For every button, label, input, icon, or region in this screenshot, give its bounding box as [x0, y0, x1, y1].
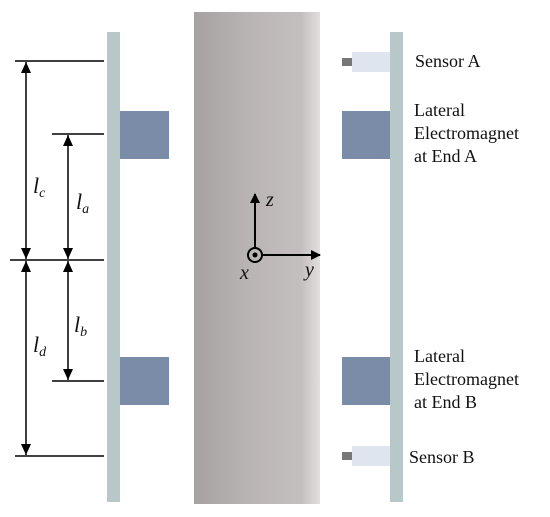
z-axis-label: z — [266, 189, 274, 211]
right-rail — [390, 32, 403, 502]
magnet-b-label: Lateral Electromagnet at End B — [414, 345, 519, 414]
magnet-b-label-line3: at End B — [414, 392, 477, 412]
dimension-lc-arrow — [21, 62, 31, 259]
label-ld: ld — [33, 332, 47, 361]
x-axis-label: x — [240, 262, 249, 284]
label-lc: lc — [33, 173, 46, 202]
magnet-b-label-line1: Lateral — [414, 346, 465, 366]
sensor-b — [342, 446, 390, 466]
left-rail — [107, 32, 120, 502]
rotor-body — [194, 12, 320, 504]
dimension-la-arrow — [63, 135, 73, 259]
magnet-b-label-line2: Electromagnet — [414, 369, 519, 389]
electromagnet-left-end-a — [120, 111, 169, 159]
magnet-a-label: Lateral Electromagnet at End A — [414, 99, 519, 168]
sensor-a-label: Sensor A — [415, 51, 481, 71]
dimension-lb-arrow — [63, 261, 73, 380]
dimension-ld-arrow — [21, 261, 31, 455]
sensor-a — [342, 52, 390, 72]
electromagnet-left-end-b — [120, 357, 169, 405]
sensor-b-label: Sensor B — [409, 447, 475, 467]
label-lb: lb — [74, 312, 88, 341]
magnet-a-label-line1: Lateral — [414, 100, 465, 120]
y-axis-label: y — [305, 259, 314, 281]
electromagnet-right-end-b — [342, 357, 390, 405]
magnet-a-label-line2: Electromagnet — [414, 123, 519, 143]
electromagnet-right-end-a — [342, 111, 390, 159]
label-la: la — [76, 189, 90, 218]
magnet-a-label-line3: at End A — [414, 146, 477, 166]
